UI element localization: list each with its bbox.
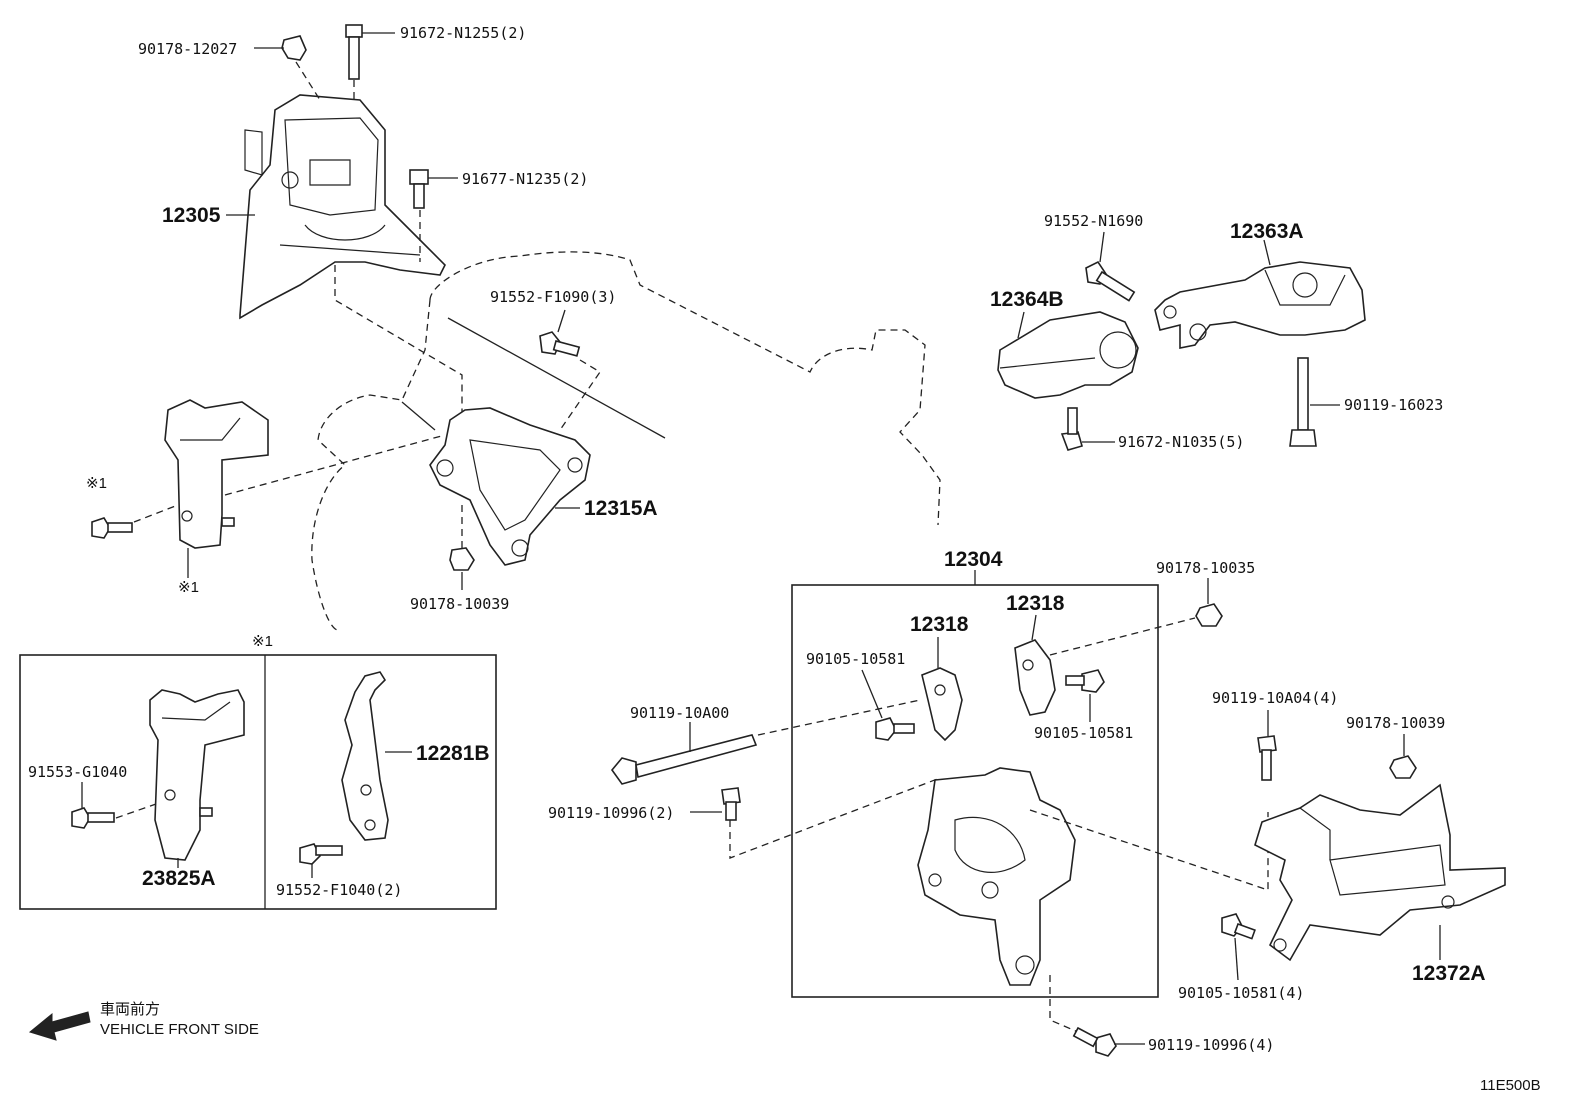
label-12318-right: 12318 <box>1006 592 1065 615</box>
nut-90178-12027-shape <box>281 35 307 61</box>
label-91552-F1090: 91552-F1090(3) <box>490 288 616 306</box>
label-91552-F1040: 91552-F1040(2) <box>276 881 402 899</box>
label-90178-10039-top: 90178-10039 <box>410 595 509 613</box>
leader-10581-left <box>861 669 883 719</box>
bracket-23825A <box>149 689 245 861</box>
diagram-id: 11E500B <box>1480 1077 1541 1094</box>
label-12363A: 12363A <box>1230 220 1304 243</box>
leader-f1090 <box>557 309 566 333</box>
note-marker-box: ※1 <box>252 633 273 650</box>
bolt-90119-10A00-shape <box>610 734 758 785</box>
engine-outline-left <box>311 299 431 631</box>
dash-f1090 <box>559 359 601 431</box>
nut-90178-10039-right-shape <box>1389 755 1417 779</box>
dash-left-bolt <box>133 504 179 523</box>
mount-12363A <box>1154 261 1366 349</box>
bolt-90105-10581-right-shape <box>1065 669 1105 693</box>
detail-box-note1 <box>19 654 497 910</box>
label-91677-N1235: 91677-N1235(2) <box>462 170 588 188</box>
note-marker-bolt: ※1 <box>86 475 107 492</box>
bolt-91552-F1040-shape <box>299 843 343 865</box>
bolt-91552-F1090-shape <box>539 331 581 357</box>
bracket-12304 <box>917 767 1076 986</box>
label-90105-10581-left: 90105-10581 <box>806 650 905 668</box>
label-91552-N1690: 91552-N1690 <box>1044 212 1143 230</box>
label-90105-10581-right: 90105-10581 <box>1034 724 1133 742</box>
bolt-90119-10996-4-shape <box>1072 1026 1117 1057</box>
dash-assembly-left <box>729 777 941 859</box>
leader-12364B <box>1017 311 1025 339</box>
label-90105-10581-4: 90105-10581(4) <box>1178 984 1304 1002</box>
engine-edge-2 <box>401 401 436 431</box>
mount-12372A <box>1254 783 1506 962</box>
label-12305: 12305 <box>162 204 221 227</box>
label-12318-left: 12318 <box>910 613 969 636</box>
bolt-90119-16023-shape <box>1289 357 1317 447</box>
bracket-12281B <box>341 671 389 841</box>
label-12281B: 12281B <box>416 742 490 765</box>
label-12315A: 12315A <box>584 497 658 520</box>
bracket-12318-left <box>921 667 963 742</box>
label-90119-10996-2: 90119-10996(2) <box>548 804 674 822</box>
nut-90178-10039-shape <box>449 547 475 571</box>
label-90178-10035: 90178-10035 <box>1156 559 1255 577</box>
note-marker-bracket: ※1 <box>178 579 199 596</box>
label-12372A: 12372A <box>1412 962 1486 985</box>
label-12304: 12304 <box>944 548 1003 571</box>
engine-outline <box>429 251 941 526</box>
dash-g1040 <box>115 803 157 819</box>
dash-12027 <box>295 61 321 101</box>
label-90178-12027: 90178-12027 <box>138 40 237 58</box>
leader-12318-right <box>1031 614 1037 641</box>
engine-edge <box>447 317 666 439</box>
bolt-91552-N1690-shape <box>1085 260 1136 302</box>
label-91672-N1035: 91672-N1035(5) <box>1118 433 1244 451</box>
dash-assembly-down <box>1049 975 1086 1036</box>
direction-english: VEHICLE FRONT SIDE <box>100 1021 259 1038</box>
bracket-12318-right <box>1014 639 1056 716</box>
label-90119-10996-4: 90119-10996(4) <box>1148 1036 1274 1054</box>
bolt-91677-N1235-shape <box>409 169 429 209</box>
leader-12363A <box>1263 239 1271 266</box>
bolt-91553-G1040-shape <box>71 807 115 829</box>
label-91553-G1040: 91553-G1040 <box>28 763 127 781</box>
dash-12318-right-nut <box>1049 617 1196 656</box>
bracket-left <box>164 399 269 549</box>
bracket-12315A <box>429 407 591 566</box>
bolt-90105-10581-4-shape <box>1221 913 1256 940</box>
label-90119-10A00: 90119-10A00 <box>630 704 729 722</box>
leader-n1690 <box>1099 231 1105 263</box>
dash-bracket-engine <box>224 434 446 496</box>
leader-10581-4 <box>1234 937 1239 981</box>
bolt-left-star <box>91 517 133 539</box>
vehicle-front-arrow-icon <box>28 1011 91 1041</box>
dash-long-bolt <box>757 699 921 736</box>
dash-12305-down <box>334 265 463 425</box>
label-90119-10A04: 90119-10A04(4) <box>1212 689 1338 707</box>
bolt-90105-10581-left-shape <box>875 717 915 741</box>
bolt-91672-N1255-shape <box>345 24 363 80</box>
nut-90178-10035-shape <box>1195 603 1223 627</box>
mount-12364B <box>997 311 1139 399</box>
label-12364B: 12364B <box>990 288 1064 311</box>
bolt-91672-N1035-shape <box>1060 407 1083 451</box>
bolt-90119-10996-2-shape <box>721 787 741 821</box>
bolt-90119-10A04-shape <box>1257 735 1277 781</box>
label-90178-10039-right: 90178-10039 <box>1346 714 1445 732</box>
label-23825A: 23825A <box>142 867 216 890</box>
mount-12305 <box>239 94 446 320</box>
direction-japanese: 車両前方 <box>100 1001 160 1018</box>
label-90119-16023: 90119-16023 <box>1344 396 1443 414</box>
label-91672-N1255: 91672-N1255(2) <box>400 24 526 42</box>
